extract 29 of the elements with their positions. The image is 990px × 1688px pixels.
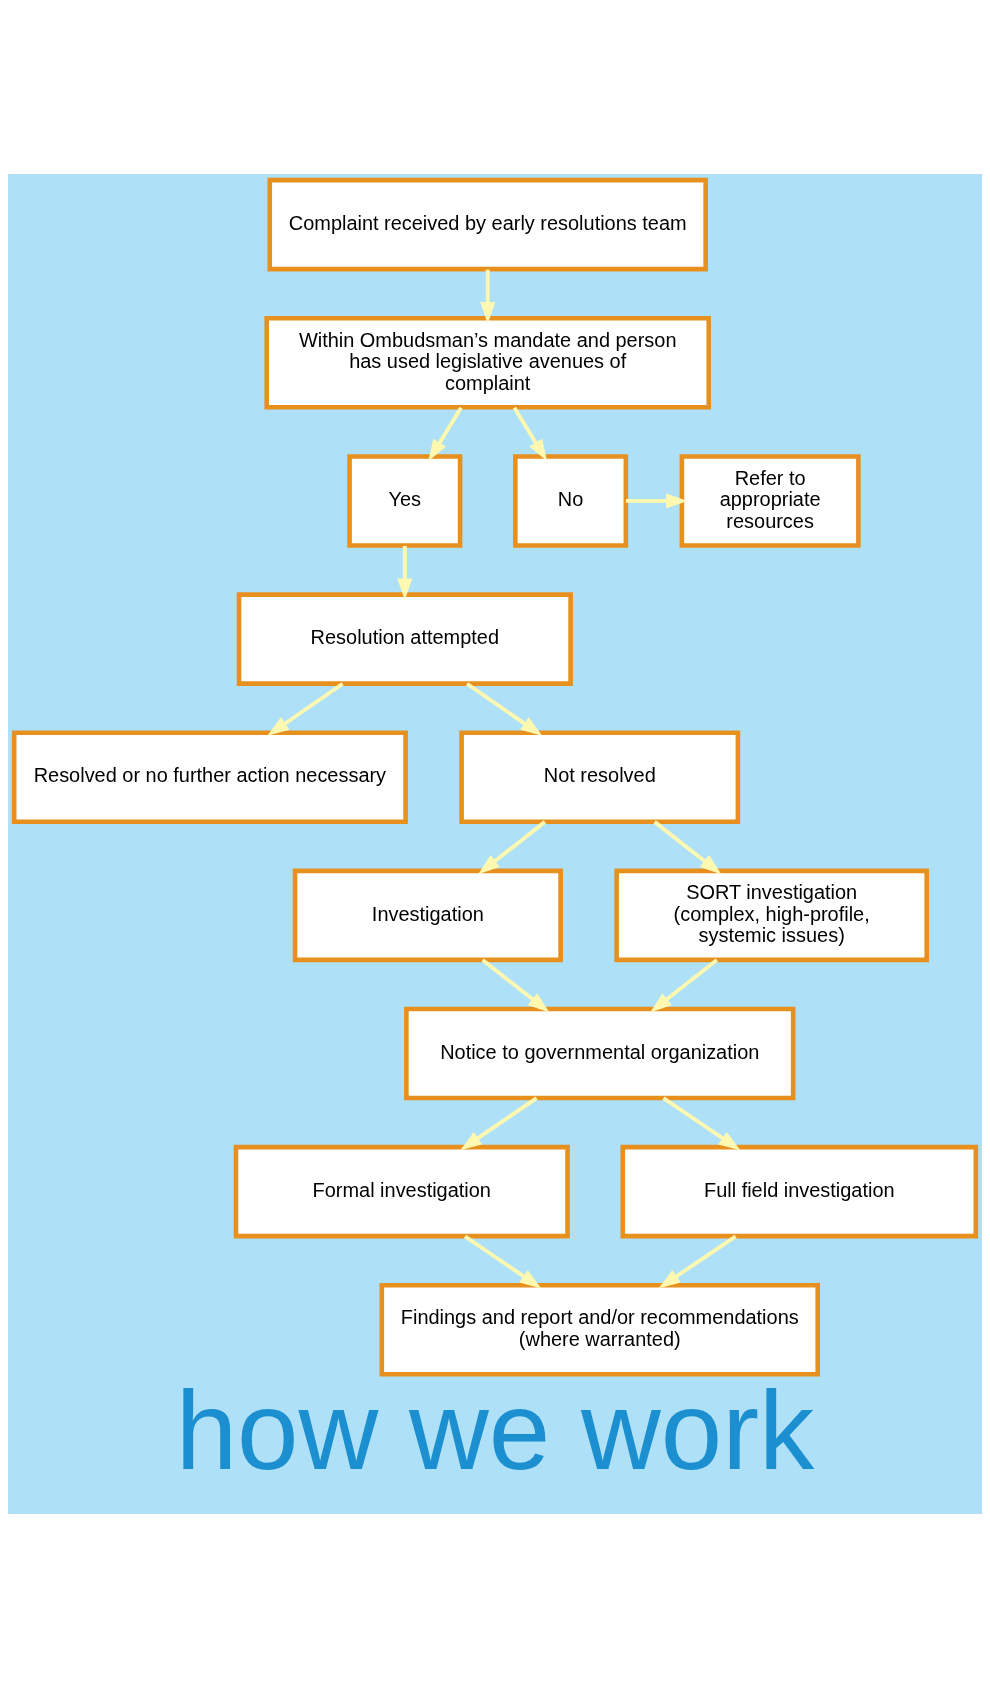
arrow [460, 1096, 538, 1151]
arrow [465, 682, 543, 736]
arrow [512, 406, 547, 461]
node-box: Full field investigation [620, 1144, 979, 1239]
arrow [463, 1234, 542, 1289]
node-box: Notice to governmental organization [404, 1006, 796, 1101]
node-box: Not resolved [459, 730, 741, 825]
arrow [653, 820, 722, 875]
arrow [650, 958, 718, 1013]
arrow [267, 682, 344, 736]
node-box: Refer to appropriate resources [679, 454, 861, 548]
node-box: Formal investigation [233, 1144, 570, 1239]
node-box: No [513, 454, 629, 548]
arrow [658, 1234, 737, 1289]
arrow [625, 493, 688, 509]
node-box: Findings and report and/or recommendations (where warranted) [379, 1283, 820, 1377]
arrow [480, 269, 496, 324]
arrow [428, 406, 463, 461]
arrow [397, 545, 413, 600]
node-box: Resolution attempted [236, 592, 573, 686]
arrow [481, 958, 550, 1013]
node-box: Within Ombudsman’s mandate and person has used legislative avenues of complaint [264, 315, 712, 410]
node-box: Resolved or no further action necessary [11, 730, 408, 825]
arrow [662, 1096, 741, 1151]
node-box: Yes [347, 454, 463, 548]
arrow [478, 820, 547, 875]
node-box: Investigation [292, 868, 563, 963]
node-box: Complaint received by early resolutions team [267, 177, 708, 272]
node-box: SORT investigation (complex, high-profile, systemic issues) [614, 868, 929, 963]
